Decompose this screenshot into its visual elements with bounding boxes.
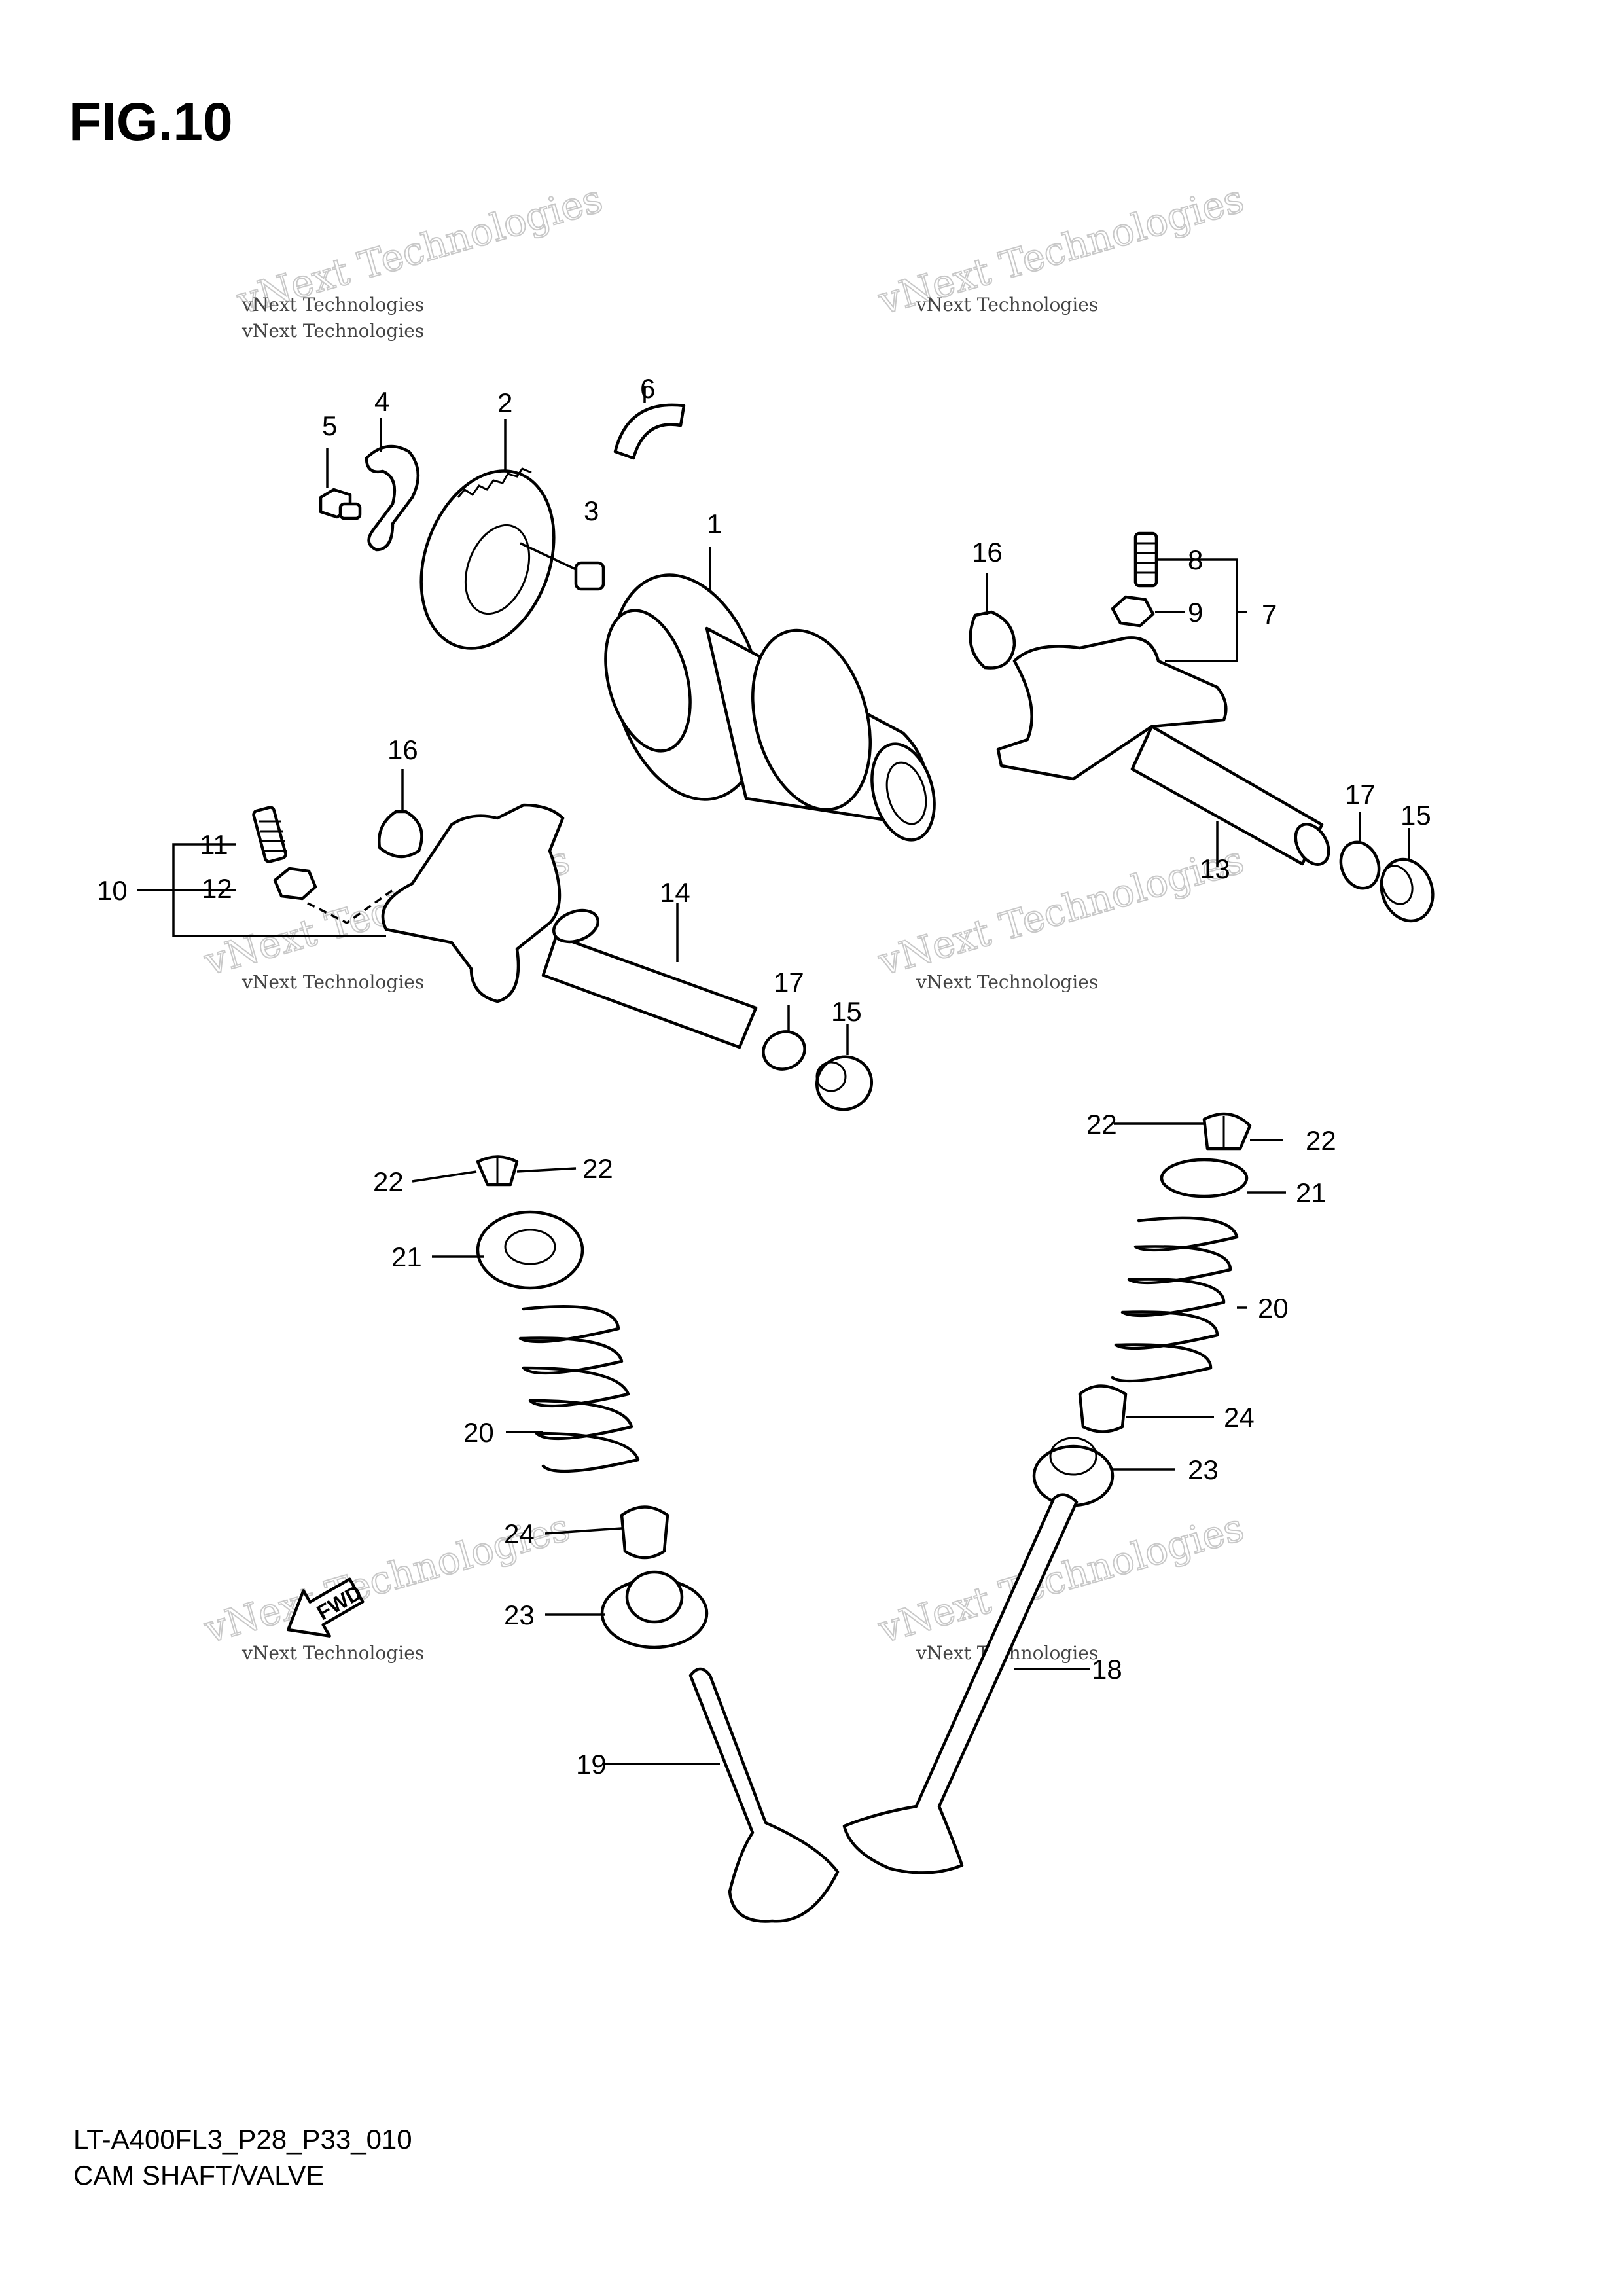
part-24-seal-left xyxy=(620,1505,669,1560)
part-21-retainer-right xyxy=(1160,1158,1249,1198)
callout-22-left-a: 22 xyxy=(373,1166,404,1197)
callout-2: 2 xyxy=(497,387,512,418)
part-11-adjust-screw-lower xyxy=(252,806,287,863)
part-14-rocker-shaft-lower xyxy=(541,908,758,1049)
watermark-small-text: vNext Technologies xyxy=(916,971,1098,993)
part-2-cam-sprocket xyxy=(419,467,556,650)
watermark-small-text: vNext Technologies xyxy=(916,294,1098,315)
callout-15-lower: 15 xyxy=(831,996,862,1027)
part-16-o-ring-upper xyxy=(969,610,1016,670)
part-23-seat-left xyxy=(600,1570,709,1649)
callout-21-left: 21 xyxy=(391,1242,422,1272)
callout-22-right-a: 22 xyxy=(1086,1109,1117,1139)
callout-22-right-b: 22 xyxy=(1306,1125,1336,1156)
part-22-cotter-right xyxy=(1202,1112,1252,1151)
watermark-small-text: vNext Technologies xyxy=(241,971,424,993)
part-13-rocker-shaft-upper xyxy=(1130,725,1330,866)
figure-title: FIG.10 xyxy=(69,92,233,152)
callout-14: 14 xyxy=(660,877,690,908)
part-15-plug-upper xyxy=(1380,857,1435,923)
part-17-washer-lower xyxy=(762,1030,806,1071)
callout-18: 18 xyxy=(1092,1654,1122,1685)
part-9-nut-upper xyxy=(1111,595,1155,628)
watermark-small-text: vNext Technologies xyxy=(241,1642,424,1664)
part-20-spring-right xyxy=(1111,1216,1239,1383)
callout-6: 6 xyxy=(640,373,655,404)
part-21-retainer-left xyxy=(476,1210,584,1290)
part-23-seat-right xyxy=(1032,1437,1115,1507)
callout-9: 9 xyxy=(1188,597,1203,628)
callout-1: 1 xyxy=(707,509,722,539)
callout-15-upper: 15 xyxy=(1400,800,1431,831)
callout-20-left: 20 xyxy=(463,1417,494,1448)
part-15-plug-lower xyxy=(815,1055,874,1111)
part-4-plate xyxy=(365,444,420,552)
callout-23-left: 23 xyxy=(504,1600,535,1630)
footer-diagram-name: CAM SHAFT/VALVE xyxy=(73,2160,325,2191)
callout-24-right: 24 xyxy=(1224,1402,1255,1433)
callout-12: 12 xyxy=(202,873,232,904)
part-5-bolt xyxy=(319,488,362,520)
part-18-valve-right xyxy=(842,1493,1079,1874)
callout-11: 11 xyxy=(200,829,228,860)
part-16-o-ring-lower xyxy=(378,810,423,859)
callout-10: 10 xyxy=(97,875,128,906)
footer-diagram-code: LT-A400FL3_P28_P33_010 xyxy=(73,2124,412,2155)
part-12-nut-lower xyxy=(273,867,317,901)
part-8-adjust-screw-upper xyxy=(1133,531,1158,588)
callout-8: 8 xyxy=(1188,545,1203,575)
callout-16-lower: 16 xyxy=(387,734,418,765)
part-6-half-ring xyxy=(613,403,686,460)
callout-24-left: 24 xyxy=(504,1518,535,1549)
part-1-camshaft xyxy=(604,573,936,842)
part-17-washer-upper xyxy=(1339,840,1381,890)
callout-19: 19 xyxy=(576,1749,607,1780)
callout-labels: 1 2 3 4 5 6 7 8 9 10 11 12 13 14 15 15 1… xyxy=(97,373,1431,1780)
callout-5: 5 xyxy=(322,410,337,441)
nut-leader-dashed xyxy=(307,889,394,925)
watermark-big-text: vNext Technologies xyxy=(873,837,1249,984)
part-22-cotter-left xyxy=(476,1155,519,1187)
callout-23-right: 23 xyxy=(1188,1454,1219,1485)
callout-21-right: 21 xyxy=(1296,1177,1327,1208)
callout-22-left-b: 22 xyxy=(582,1153,613,1184)
callout-7: 7 xyxy=(1262,599,1277,630)
watermark-small-text: vNext Technologies xyxy=(241,320,424,342)
part-20-spring-left xyxy=(518,1305,640,1473)
watermark-group: vNext Technologies vNext Technologies vN… xyxy=(198,175,1249,1664)
part-19-valve-left xyxy=(688,1667,840,1923)
part-7-rocker-arm-upper xyxy=(996,636,1228,781)
callout-3: 3 xyxy=(584,495,599,526)
callout-20-right: 20 xyxy=(1258,1293,1289,1323)
callout-4: 4 xyxy=(374,386,389,417)
part-24-seal-right xyxy=(1078,1384,1128,1433)
part-10-rocker-arm-lower xyxy=(381,803,565,1003)
callout-13: 13 xyxy=(1200,853,1230,884)
part-3-pin xyxy=(520,542,605,591)
watermark-small-text: vNext Technologies xyxy=(241,294,424,315)
callout-16-upper: 16 xyxy=(972,537,1003,567)
leader-lines xyxy=(137,386,1410,1765)
callout-17-upper: 17 xyxy=(1345,779,1376,810)
callout-17-lower: 17 xyxy=(774,967,804,997)
